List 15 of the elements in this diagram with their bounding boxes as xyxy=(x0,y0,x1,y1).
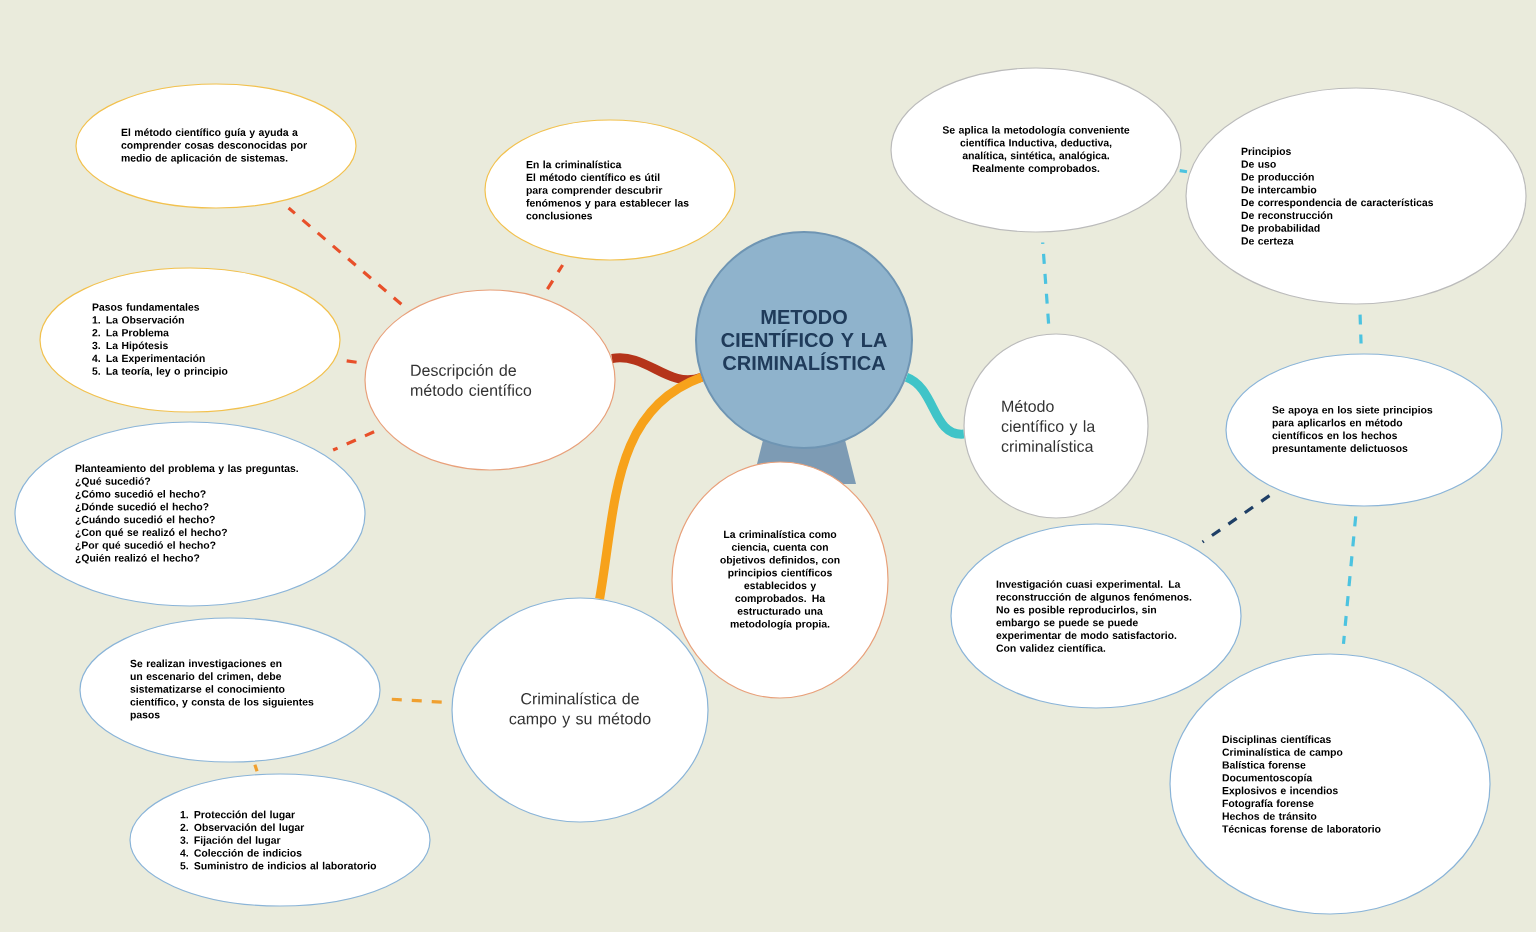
dashed-line xyxy=(253,764,259,772)
dashed-line xyxy=(389,697,442,704)
dashed-line xyxy=(546,264,564,290)
dashed-line xyxy=(1201,494,1271,544)
dashed-line xyxy=(1341,516,1358,644)
dashed-line xyxy=(332,430,375,452)
dashed-line xyxy=(287,206,403,306)
dashed-line xyxy=(1179,169,1188,174)
connector-line xyxy=(611,353,703,385)
dashed-line xyxy=(1358,314,1363,344)
bulb-node: METODO CIENTÍFICO Y LA CRIMINALÍSTICA xyxy=(695,231,913,484)
dashed-line xyxy=(1041,242,1051,324)
connector-line xyxy=(595,373,704,600)
connector-line xyxy=(904,373,964,439)
dashed-line xyxy=(344,359,357,364)
